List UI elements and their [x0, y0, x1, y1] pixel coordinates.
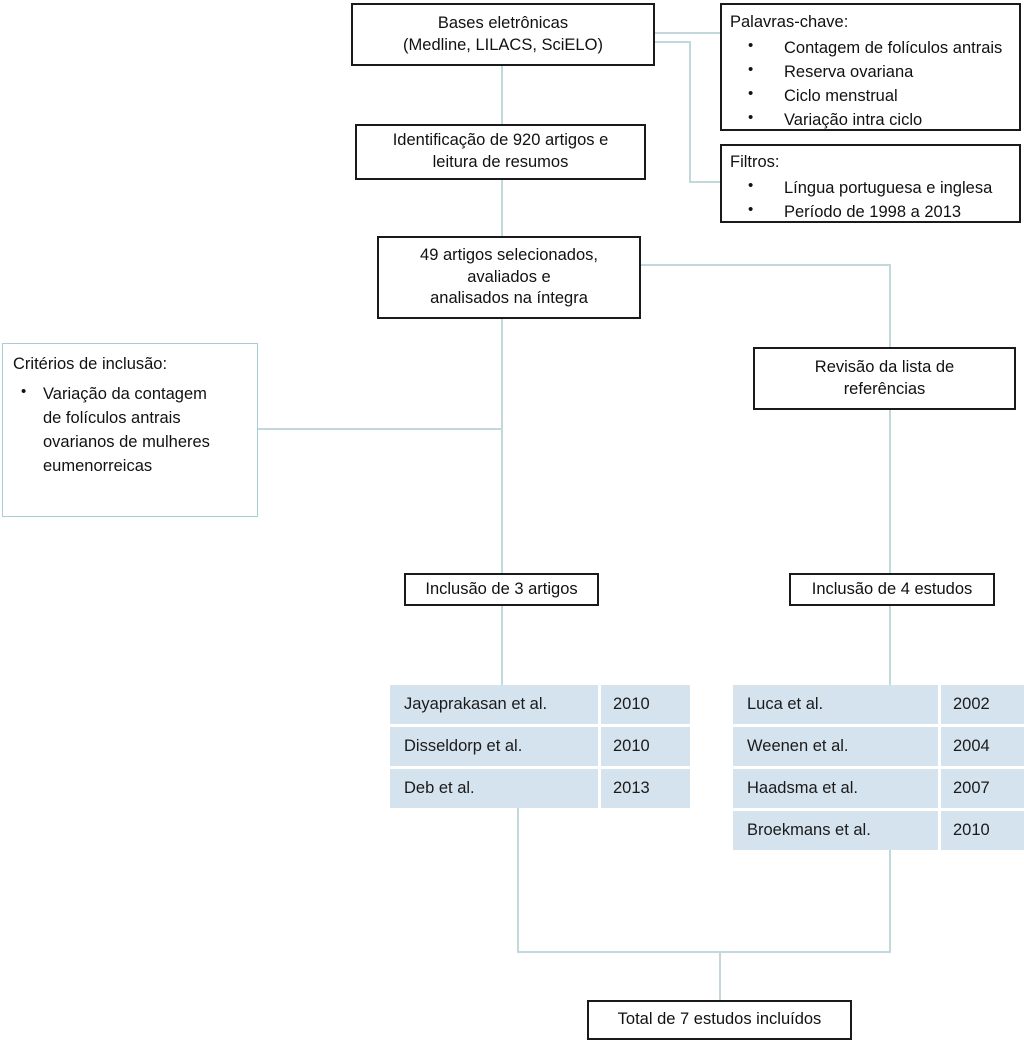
node-keywords-title: Palavras-chave:	[730, 13, 849, 31]
table-cell-year: 2010	[941, 811, 1024, 850]
node-total-label: Total de 7 estudos incluídos	[617, 1010, 822, 1029]
list-item: Ciclo menstrual	[730, 83, 1011, 108]
node-selected-line1: 49 artigos selecionados,	[420, 245, 598, 264]
list-item: Língua portuguesa e inglesa	[730, 175, 1011, 200]
table-cell-year: 2002	[941, 685, 1024, 724]
list-item: Variação da contagem de folículos antrai…	[13, 381, 247, 478]
connector-merge-horizontal	[517, 951, 891, 953]
connector-databases-to-keywords	[655, 32, 720, 34]
connector-studies-table-to-merge	[889, 845, 891, 953]
node-inclusion-criteria-list: Variação da contagem de folículos antrai…	[13, 381, 247, 478]
connector-databases-to-identification	[501, 66, 503, 124]
node-keywords[interactable]: Palavras-chave: Contagem de folículos an…	[720, 3, 1021, 131]
connector-inclusion-criteria-to-spine	[258, 428, 503, 430]
node-inclusion-studies-label: Inclusão de 4 estudos	[811, 579, 973, 598]
node-filters[interactable]: Filtros: Língua portuguesa e inglesa Per…	[720, 144, 1021, 223]
table-row[interactable]: Weenen et al. 2004	[733, 727, 1024, 766]
connector-identification-to-selected	[501, 180, 503, 236]
connector-selected-to-reference-review-vertical	[889, 264, 891, 347]
table-row[interactable]: Luca et al. 2002	[733, 685, 1024, 724]
connector-articles-table-to-merge	[517, 804, 519, 953]
node-inclusion-studies[interactable]: Inclusão de 4 estudos	[789, 573, 995, 606]
table-articles: Jayaprakasan et al. 2010 Disseldorp et a…	[390, 685, 690, 808]
node-reference-review[interactable]: Revisão da lista de referências	[753, 347, 1016, 410]
node-filters-list: Língua portuguesa e inglesa Período de 1…	[730, 175, 1011, 224]
node-inclusion-criteria-title: Critérios de inclusão:	[13, 355, 168, 373]
node-inclusion-criteria[interactable]: Critérios de inclusão: Variação da conta…	[2, 343, 258, 517]
table-cell-year: 2013	[601, 769, 690, 808]
table-row[interactable]: Broekmans et al. 2010	[733, 811, 1024, 850]
list-item: Período de 1998 a 2013	[730, 199, 1011, 224]
table-row[interactable]: Disseldorp et al. 2010	[390, 727, 690, 766]
connector-reference-review-to-inclusion-studies	[889, 410, 891, 573]
table-studies: Luca et al. 2002 Weenen et al. 2004 Haad…	[733, 685, 1024, 850]
table-cell-year: 2010	[601, 685, 690, 724]
table-cell-author: Deb et al.	[390, 769, 598, 808]
connector-merge-to-total	[719, 951, 721, 1000]
table-cell-author: Disseldorp et al.	[390, 727, 598, 766]
node-databases-line2: (Medline, LILACS, SciELO)	[403, 35, 603, 54]
node-identification[interactable]: Identificação de 920 artigos e leitura d…	[355, 124, 646, 180]
table-cell-year: 2004	[941, 727, 1024, 766]
connector-inclusion-studies-to-table	[889, 606, 891, 686]
table-cell-year: 2007	[941, 769, 1024, 808]
node-identification-line1: Identificação de 920 artigos e	[392, 131, 609, 150]
connector-selected-to-inclusion-articles	[501, 319, 503, 573]
table-cell-author: Luca et al.	[733, 685, 938, 724]
table-row[interactable]: Jayaprakasan et al. 2010	[390, 685, 690, 724]
table-cell-author: Weenen et al.	[733, 727, 938, 766]
node-reference-review-line2: referências	[843, 379, 926, 398]
node-selected-articles[interactable]: 49 artigos selecionados, avaliados e ana…	[377, 236, 641, 319]
node-total[interactable]: Total de 7 estudos incluídos	[587, 1000, 852, 1040]
node-inclusion-articles[interactable]: Inclusão de 3 artigos	[404, 573, 599, 606]
list-item: Variação intra ciclo	[730, 107, 1011, 132]
table-cell-author: Haadsma et al.	[733, 769, 938, 808]
table-cell-author: Jayaprakasan et al.	[390, 685, 598, 724]
node-keywords-list: Contagem de folículos antrais Reserva ov…	[730, 35, 1011, 132]
connector-inclusion-articles-to-table	[501, 606, 503, 686]
table-cell-author: Broekmans et al.	[733, 811, 938, 850]
table-row[interactable]: Haadsma et al. 2007	[733, 769, 1024, 808]
node-identification-line2: leitura de resumos	[432, 153, 569, 171]
list-item: Contagem de folículos antrais	[730, 35, 1011, 60]
node-filters-title: Filtros:	[730, 153, 780, 171]
node-databases[interactable]: Bases eletrônicas (Medline, LILACS, SciE…	[351, 3, 655, 66]
connector-databases-to-filters-vertical	[689, 41, 691, 183]
list-item: Reserva ovariana	[730, 59, 1011, 84]
connector-databases-to-filters-bottom	[689, 181, 720, 183]
node-selected-line3: analisados na íntegra	[430, 289, 588, 308]
node-selected-line2: avaliados e	[467, 267, 551, 286]
connector-selected-to-reference-review-horizontal	[641, 264, 891, 266]
connector-databases-to-filters-top	[655, 41, 691, 43]
node-reference-review-line1: Revisão da lista de	[814, 357, 955, 376]
node-inclusion-articles-label: Inclusão de 3 artigos	[425, 579, 578, 598]
table-cell-year: 2010	[601, 727, 690, 766]
table-row[interactable]: Deb et al. 2013	[390, 769, 690, 808]
node-databases-line1: Bases eletrônicas	[437, 13, 569, 32]
